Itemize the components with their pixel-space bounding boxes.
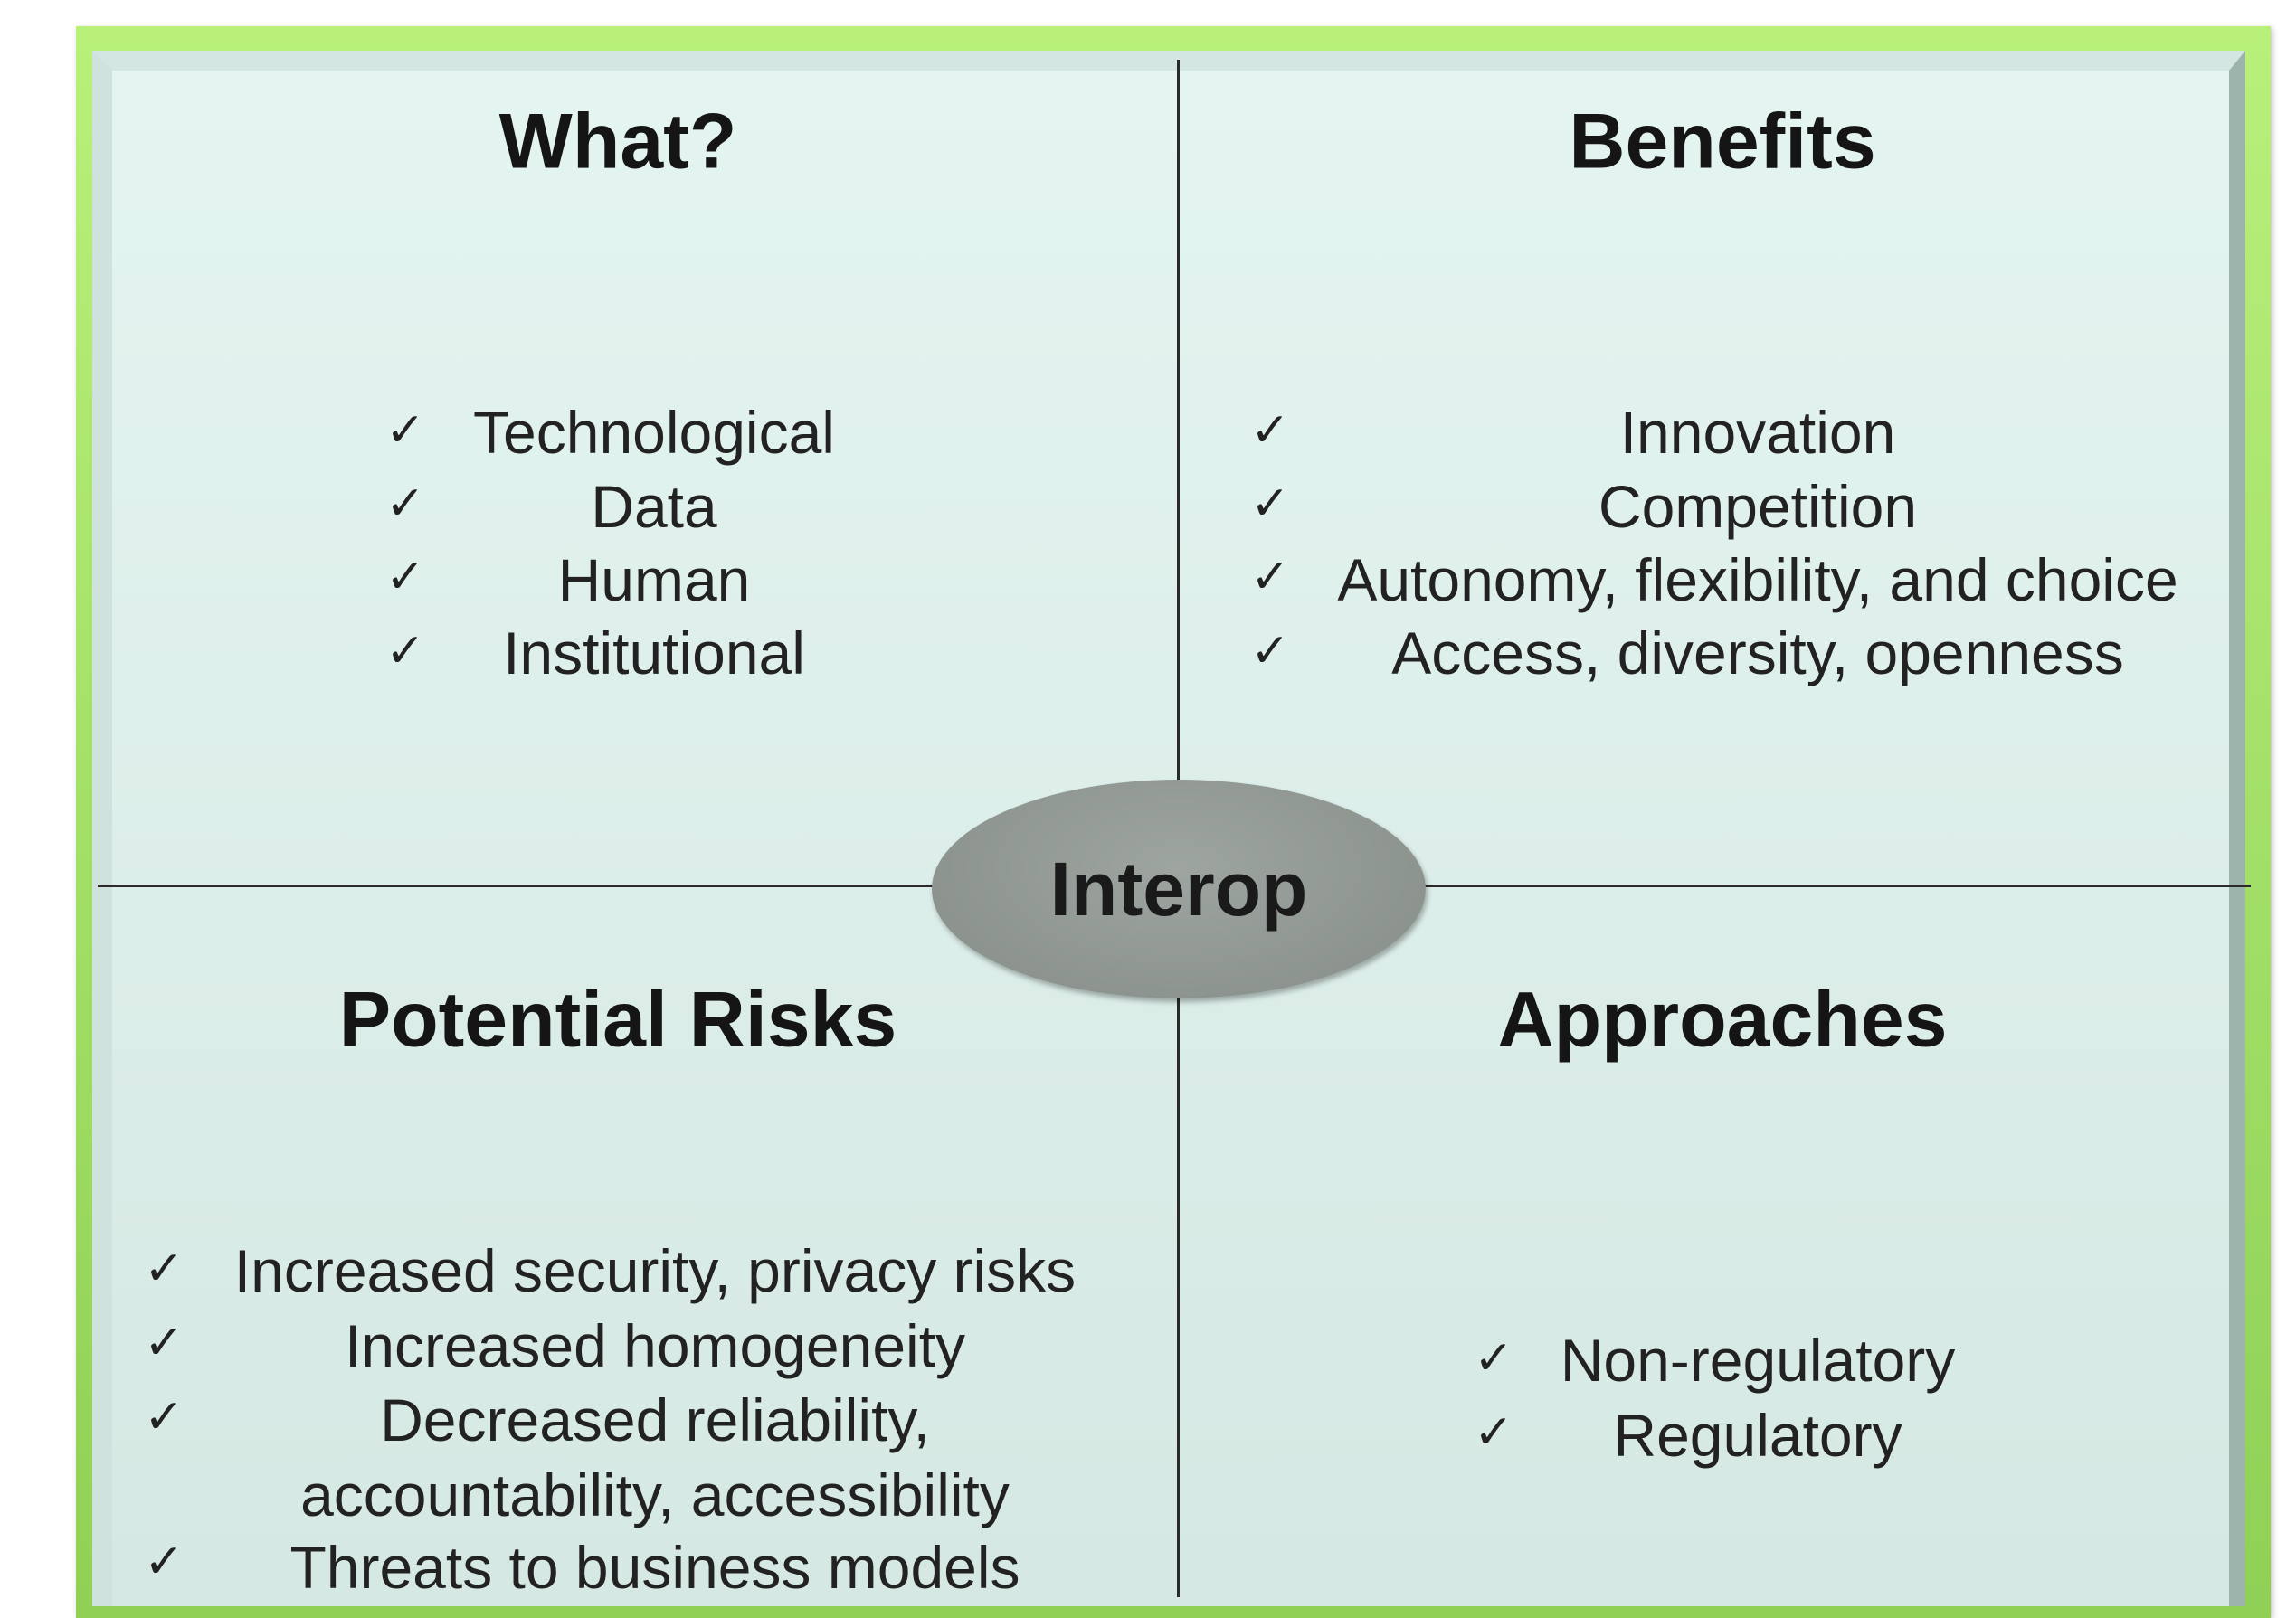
check-icon: ✓: [1474, 1406, 1513, 1459]
what-item: Institutional: [503, 620, 805, 686]
risks-item: accountability, accessibility: [300, 1462, 1010, 1528]
benefits-item: Access, diversity, openness: [1391, 620, 2124, 686]
check-icon: ✓: [1474, 1332, 1513, 1385]
check-icon: ✓: [385, 551, 425, 603]
check-icon: ✓: [1250, 478, 1290, 530]
benefits-item: Innovation: [1619, 399, 1896, 466]
center-label: Interop: [1049, 846, 1308, 932]
approaches-item: Non-regulatory: [1560, 1327, 1956, 1394]
what-item: Technological: [473, 399, 835, 466]
risks-heading: Potential Risks: [338, 976, 897, 1064]
what-item: Data: [591, 473, 717, 540]
check-icon: ✓: [385, 404, 425, 457]
check-icon: ✓: [385, 478, 425, 530]
what-heading: What?: [498, 98, 737, 185]
interop-center-ellipse: Interop: [932, 780, 1426, 998]
check-icon: ✓: [1250, 404, 1290, 457]
risks-item: Decreased reliability,: [380, 1386, 930, 1453]
risks-item: Increased security, privacy risks: [233, 1237, 1077, 1304]
check-icon: ✓: [144, 1243, 184, 1295]
risks-item: Increased homogeneity: [344, 1312, 966, 1379]
approaches-item: Regulatory: [1613, 1402, 1902, 1469]
check-icon: ✓: [144, 1317, 184, 1369]
benefits-item: Competition: [1598, 473, 1918, 540]
check-icon: ✓: [1250, 551, 1290, 603]
check-icon: ✓: [144, 1391, 184, 1443]
check-icon: ✓: [385, 625, 425, 677]
check-icon: ✓: [1250, 625, 1290, 677]
approaches-heading: Approaches: [1497, 976, 1948, 1064]
risks-item: Threats to business models: [289, 1534, 1020, 1601]
what-item: Human: [557, 546, 751, 613]
check-icon: ✓: [144, 1536, 184, 1588]
benefits-item: Autonomy, flexibility, and choice: [1337, 546, 2178, 613]
benefits-heading: Benefits: [1569, 98, 1876, 185]
